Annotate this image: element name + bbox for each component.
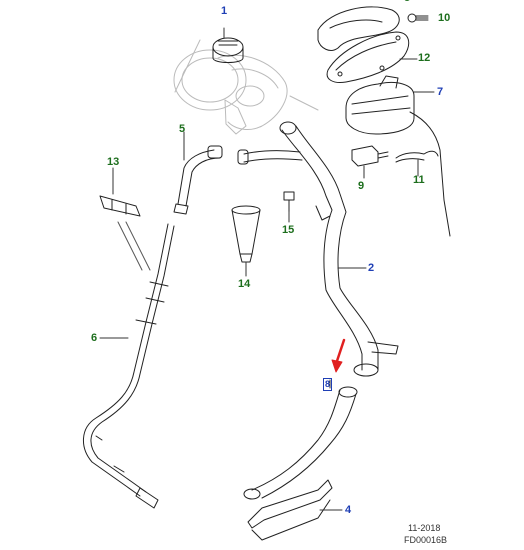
clip-part-13 (99, 167, 151, 271)
vent-hose-part-5 (173, 131, 223, 215)
filler-housing-ghost (173, 39, 319, 135)
callout-9: 9 (358, 180, 365, 192)
filler-bracket-part-12 (317, 6, 418, 83)
filler-pipe-part-2 (237, 121, 399, 377)
hose-part-6 (83, 223, 175, 509)
callout-15: 15 (282, 224, 295, 236)
clip-part-11 (395, 150, 439, 177)
footer-code: FD00016B (404, 535, 448, 545)
actuator-part-7 (345, 75, 451, 237)
shield-part-4 (247, 479, 343, 541)
bolt-part-15 (283, 191, 295, 223)
bolt-part-10 (407, 13, 429, 23)
callout-7: 7 (437, 86, 444, 98)
callout-8-top: 8 (404, 0, 410, 5)
callout-11: 11 (413, 174, 425, 186)
funnel-part-14 (231, 205, 261, 277)
callout-13: 13 (107, 156, 120, 168)
callout-6: 6 (91, 332, 98, 344)
callout-5: 5 (179, 123, 186, 135)
callout-14: 14 (238, 278, 251, 290)
callout-10: 10 (438, 12, 451, 24)
red-arrow (331, 338, 346, 373)
footer-date: 11-2018 (408, 523, 441, 533)
sensor-part-9 (351, 145, 389, 179)
hose-part-8 (243, 379, 358, 500)
fuel-cap-part-1 (212, 27, 244, 63)
callout-12: 12 (418, 52, 431, 64)
callout-4: 4 (345, 504, 352, 516)
callout-1: 1 (221, 5, 228, 17)
callout-8-boxed: 8 (323, 378, 333, 391)
callout-2: 2 (368, 262, 375, 274)
